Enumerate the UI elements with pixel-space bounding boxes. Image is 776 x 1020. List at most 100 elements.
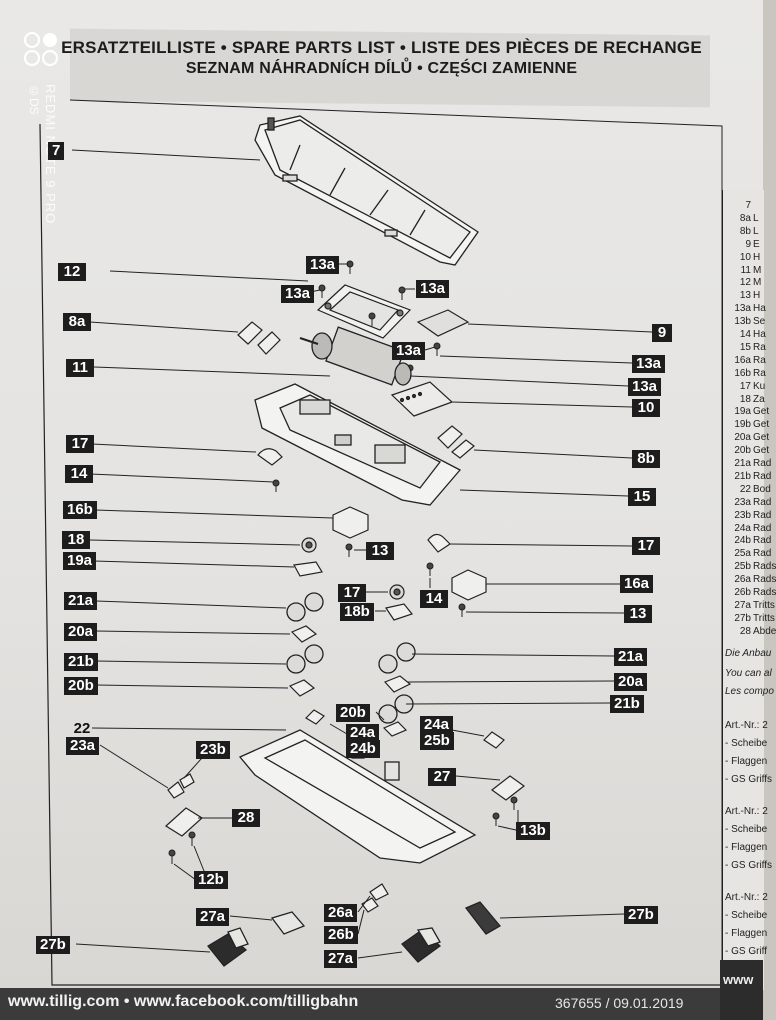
parts-table-number: 21b: [734, 470, 751, 482]
label-15: 15: [628, 488, 656, 506]
label-13b: 13b: [516, 822, 550, 840]
title-line-2: SEZNAM NÁHRADNÍCH DÍLŮ • CZĘŚCI ZAMIENNE: [185, 60, 578, 77]
parts-table-description: L: [753, 212, 759, 224]
parts-table-description: E: [753, 238, 760, 250]
parts-table-description: Get: [753, 432, 770, 444]
parts-table-number: 16b: [734, 367, 751, 379]
footer-band: [0, 988, 720, 1020]
part-7-frame: [254, 115, 479, 266]
art2-item-3: - GS Griffs: [725, 860, 773, 871]
part-27-step: [490, 775, 526, 801]
label-13a-right: 13a: [416, 280, 450, 298]
screws-13: [345, 543, 466, 617]
parts-table-description: M: [753, 277, 762, 289]
part-16-housings: [332, 506, 487, 601]
parts-table-number: 23b: [734, 509, 751, 521]
parts-table-number: 22: [739, 483, 751, 495]
label-16a: 16a: [620, 575, 654, 593]
label-13a-top: 13a: [306, 256, 340, 274]
art-number-2: Art.-Nr.: 2: [725, 806, 768, 817]
camera-logo-icon: [23, 31, 59, 67]
art3-item-3: - GS Griff: [725, 946, 768, 957]
label-23b: 23b: [196, 741, 230, 759]
parts-table-description: Rads: [753, 574, 776, 586]
label-22: 22: [73, 720, 91, 737]
parts-table-number: 15: [739, 341, 751, 353]
art1-item-1: - Scheibe: [725, 738, 768, 749]
part-15-chassis: [254, 383, 462, 506]
parts-table-description: Ra: [753, 341, 766, 353]
parts-26: [361, 883, 389, 913]
art2-item-1: - Scheibe: [725, 824, 768, 835]
parts-table-number: 19b: [734, 419, 751, 431]
parts-table-description: Rad: [753, 509, 772, 521]
parts-table-number: 19a: [734, 406, 751, 418]
label-16b: 16b: [63, 501, 97, 519]
part-17-coupler: [257, 448, 451, 553]
label-19a: 19a: [63, 552, 97, 570]
parts-table-description: Za: [753, 393, 765, 405]
label-27b-right: 27b: [624, 906, 658, 924]
part-19a-18b: [293, 561, 414, 621]
label-25b: 25b: [420, 732, 454, 750]
parts-table-description: Ha: [753, 303, 766, 315]
camera-watermark: [22, 30, 62, 260]
parts-table-number: 11: [740, 264, 751, 276]
parts-table-description: Ku: [753, 380, 766, 392]
parts-table-description: Abde: [753, 625, 776, 637]
label-26b: 26b: [324, 926, 358, 944]
parts-table-description: Ha: [753, 329, 766, 340]
part-28-bracket: [165, 807, 203, 837]
label-24a-right: 24a: [420, 716, 454, 734]
label-18: 18: [62, 531, 90, 549]
parts-table-description: H: [753, 251, 761, 263]
note-de: Die Anbau: [725, 648, 772, 659]
label-27a-bottom: 27a: [324, 950, 358, 968]
parts-table-description: Ra: [753, 354, 766, 366]
parts-table-description: Rad: [753, 548, 772, 560]
gear-carriers: [288, 625, 412, 737]
label-24a-center: 24a: [346, 724, 380, 742]
watermark-credit: ©DS: [27, 84, 41, 115]
parts-table-number: 27b: [734, 612, 751, 624]
label-13a-left: 13a: [281, 285, 315, 303]
parts-table-number: 17: [739, 380, 751, 392]
title-line-1: ERSATZTEILLISTE • SPARE PARTS LIST • LIS…: [61, 38, 702, 57]
parts-table-number: 20a: [734, 432, 751, 444]
parts-table-number: 28: [739, 625, 751, 637]
label-27a: 27a: [196, 908, 230, 926]
label-21b: 21b: [64, 653, 98, 671]
parts-table-description: Get: [753, 445, 770, 457]
label-20b: 20b: [64, 677, 98, 695]
note-fr: Les compo: [725, 686, 774, 697]
label-13-center: 13: [366, 542, 394, 560]
parts-table-number: 7: [745, 200, 751, 211]
label-12: 12: [58, 263, 86, 281]
parts-23: [167, 773, 195, 799]
label-13-right: 13: [624, 605, 652, 623]
note-en: You can al: [725, 668, 772, 679]
label-17-left: 17: [66, 435, 94, 453]
label-13a-right-2: 13a: [632, 355, 666, 373]
parts-table-number: 24b: [734, 535, 751, 547]
parts-table-number: 16a: [734, 354, 751, 366]
